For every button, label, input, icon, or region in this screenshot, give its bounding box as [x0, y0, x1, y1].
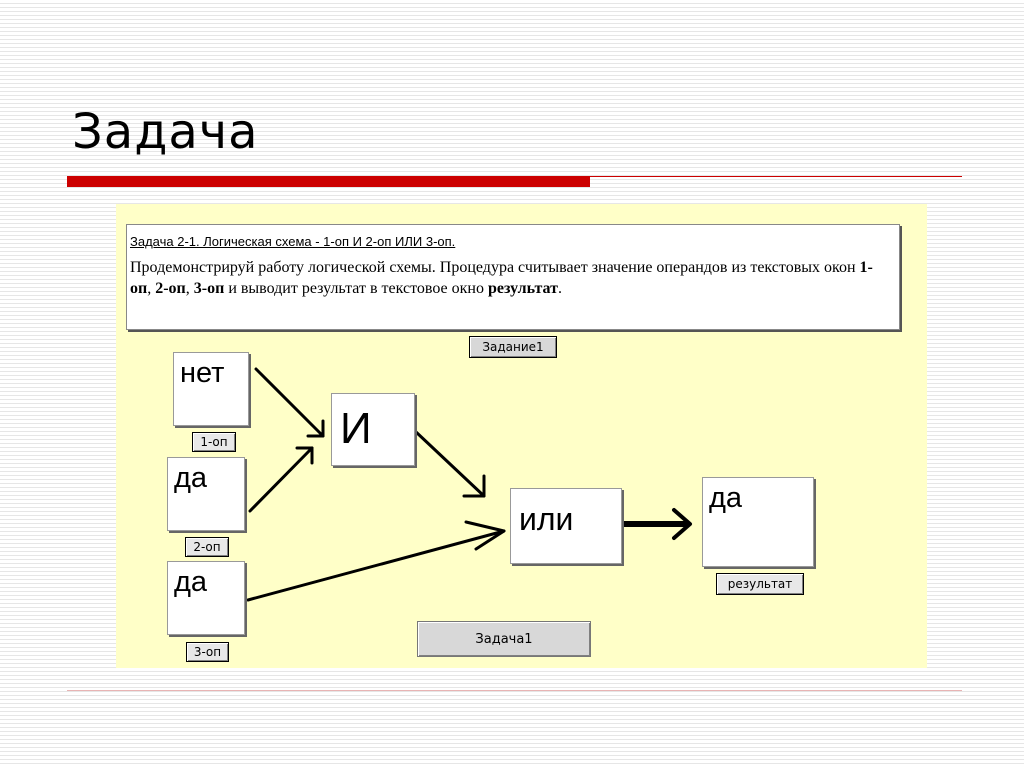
title-underline-accent [67, 176, 590, 187]
task-description-box: Задача 2-1. Логическая схема - 1-оп И 2-… [126, 224, 900, 330]
task-desc-sep: , [185, 280, 194, 297]
zadacha-button[interactable]: Задача1 [417, 621, 591, 657]
arrow-and-to-or [414, 430, 486, 498]
task-desc-text: и выводит результат в текстовое окно [224, 280, 488, 297]
task-heading: Задача 2-1. Логическая схема - 1-оп И 2-… [130, 234, 456, 249]
task-desc-text: Продемонстрируй работу логической схемы.… [130, 259, 860, 276]
logic-diagram-arrows [246, 367, 692, 602]
operand-1-label: 1-оп [192, 432, 236, 452]
title-underline-line [590, 176, 962, 177]
arrow-or-to-result-head [672, 508, 692, 540]
arrow-op3-to-or-head [464, 520, 506, 551]
task-desc-end: . [558, 280, 562, 297]
operand-2-field[interactable]: да [167, 457, 245, 531]
arrow-op1-to-and [254, 367, 325, 438]
arrow-and-to-or-head [462, 474, 486, 498]
result-field[interactable]: да [702, 477, 814, 567]
task-desc-op2: 2-оп [155, 280, 186, 297]
task-description: Продемонстрируй работу логической схемы.… [130, 257, 890, 299]
bottom-divider [67, 690, 962, 691]
and-gate-box: И [331, 393, 415, 466]
operand-3-label: 3-оп [186, 642, 229, 662]
operand-3-field[interactable]: да [167, 561, 245, 635]
operand-2-label: 2-оп [185, 537, 229, 557]
arrow-op2-to-and [248, 446, 314, 513]
task-desc-sep: , [147, 280, 156, 297]
slide-title: Задача [72, 104, 259, 160]
or-gate-box: ИЛИ [510, 488, 622, 564]
result-label: результат [716, 573, 804, 595]
task-desc-result: результат [487, 280, 558, 297]
arrow-op1-to-and-head [306, 419, 325, 438]
app-panel: Задача 2-1. Логическая схема - 1-оп И 2-… [116, 204, 927, 668]
arrow-op2-to-and-head [295, 446, 314, 465]
operand-1-field[interactable]: нет [173, 352, 249, 426]
arrow-op3-to-or [246, 529, 506, 602]
task-desc-op1: 1-оп [130, 259, 873, 297]
task-desc-op3: 3-оп [193, 280, 225, 297]
zadanie-button[interactable]: Задание1 [469, 336, 557, 358]
